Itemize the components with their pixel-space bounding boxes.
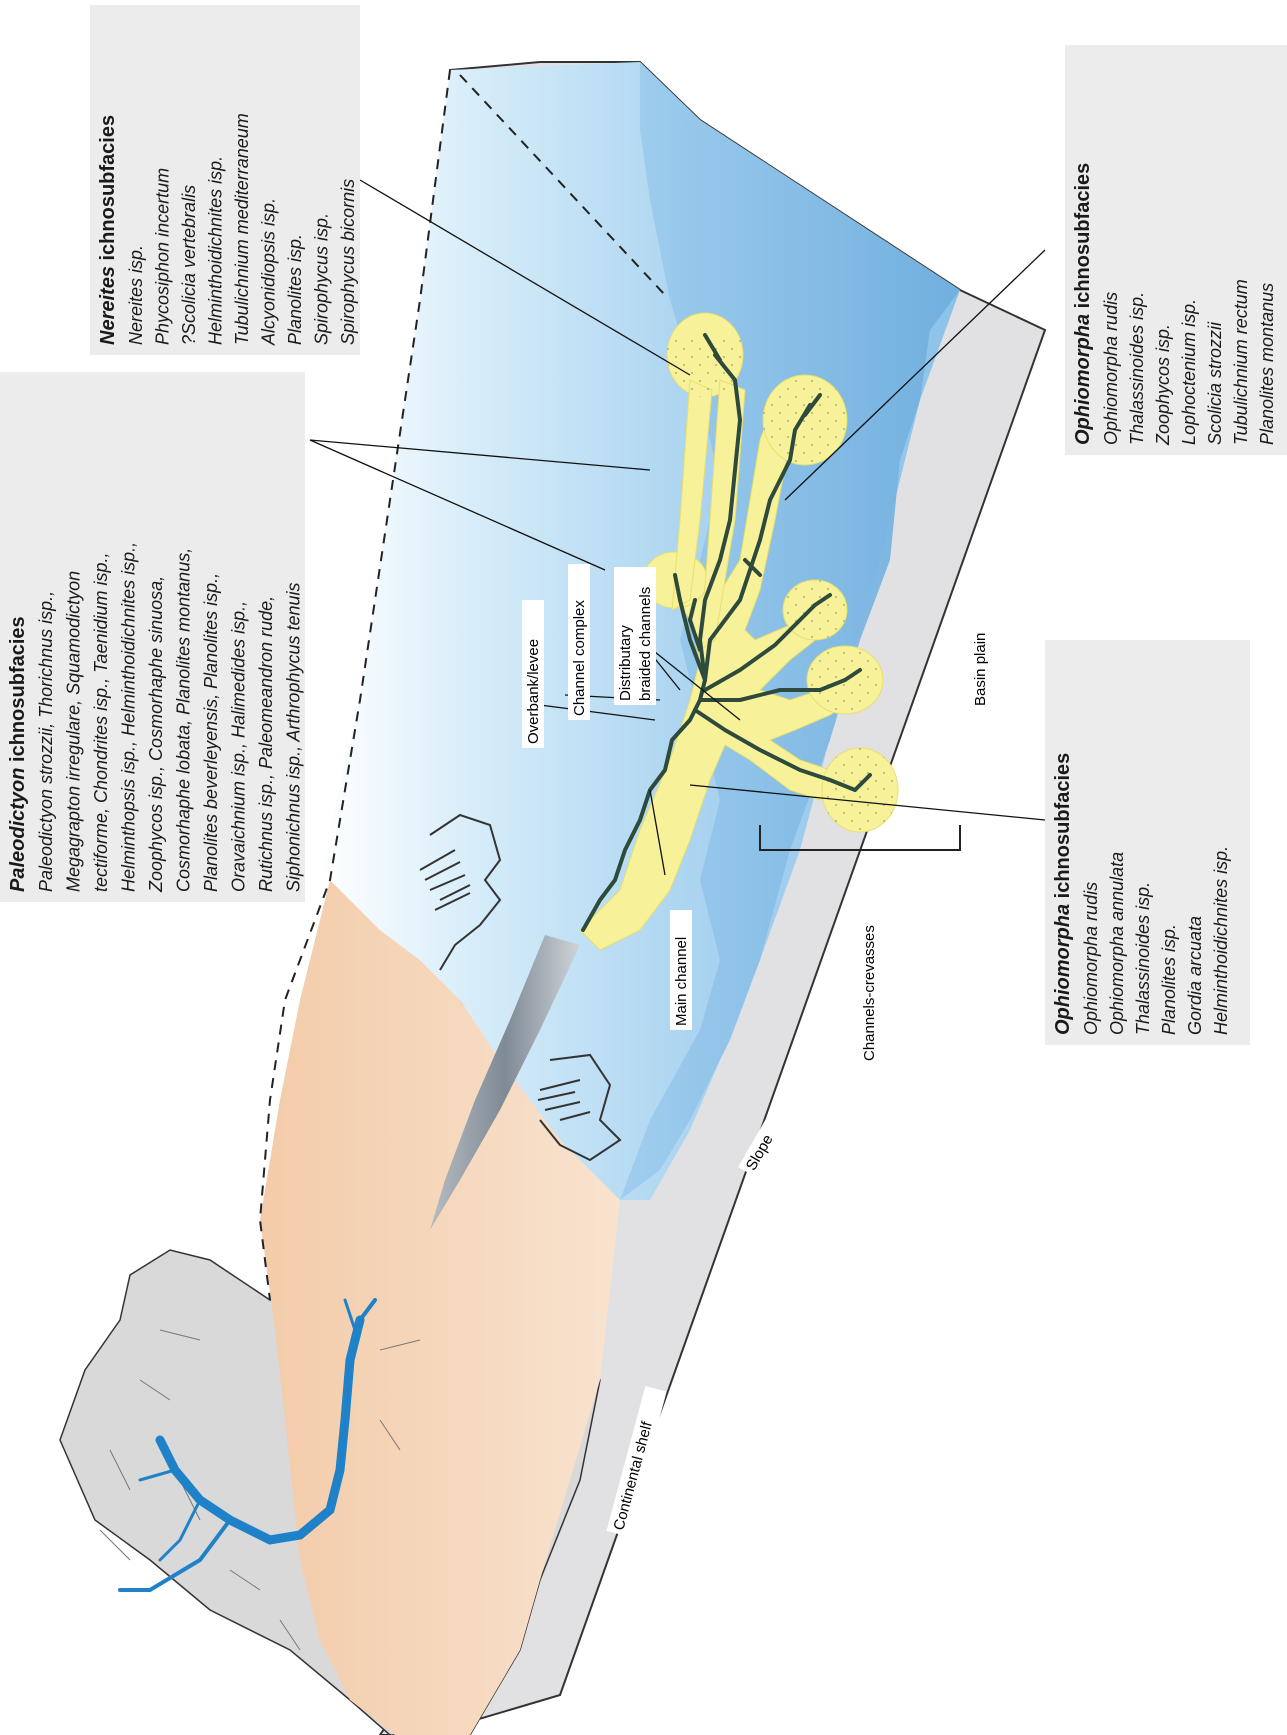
ophiomorpha-top-box: Ophiomorpha ichnosubfacies Ophiomorpha r… — [1065, 45, 1287, 455]
distributary-line-1: Distributary — [617, 625, 634, 701]
ophio-bottom-title-italic: Ophiomorpha — [1052, 904, 1074, 1035]
ophio-top-title-rest: ichnosubfacies — [1072, 163, 1094, 314]
paleodictyon-species-1: Megagrapton irregulare, Squamodictyon — [64, 571, 84, 892]
ophiomorpha_top-species-1: Thalassinoides isp. — [1127, 292, 1147, 445]
svg-text:Channels-crevasses: Channels-crevasses — [861, 925, 878, 1061]
svg-text:Nereites ichnosubfacies: Nereites ichnosubfacies — [97, 115, 119, 345]
paleodictyon-title-italic: Paleodictyon — [7, 768, 29, 892]
nereites-species-7: Spirophycus isp. — [312, 213, 332, 345]
paleodictyon-species-9: Siphonichnus isp., Arthrophycus tenuis — [284, 582, 304, 892]
distributary-line-2: braided channels — [637, 587, 654, 701]
overbank-label: Overbank/levee — [522, 600, 544, 748]
paleodictyon-species-0: Paleodictyon strozzii, Thorichnus isp., — [36, 591, 56, 892]
ophiomorpha_top-species-6: Planolites montanus — [1257, 283, 1277, 445]
ophiomorpha_bottom-species-5: Helminthoidichnites isp. — [1211, 846, 1231, 1035]
ophiomorpha_bottom-species-3: Planolites isp. — [1159, 924, 1179, 1035]
main-channel-label: Main channel — [670, 910, 692, 1030]
ophiomorpha_top-species-5: Tubulichnium rectum — [1231, 279, 1251, 445]
svg-text:Ophiomorpha ichnosubfacies: Ophiomorpha ichnosubfacies — [1072, 163, 1094, 445]
ophiomorpha_bottom-species-1: Ophiomorpha annulata — [1107, 852, 1127, 1035]
nereites-title-italic: Nereites — [97, 266, 119, 345]
nereites-species-4: Tubulichnium mediterraneum — [232, 113, 252, 345]
ophiomorpha-top-list: Ophiomorpha rudis Thalassinoides isp. Zoop… — [1101, 279, 1277, 446]
nereites-species-0: Nereites isp. — [126, 245, 146, 345]
ophiomorpha_bottom-species-0: Ophiomorpha rudis — [1081, 882, 1101, 1035]
paleodictyon-species-8: Rutichnus isp., Paleomeandron rude, — [256, 596, 276, 892]
nereites-title-rest: ichnosubfacies — [97, 115, 119, 266]
ophiomorpha_bottom-species-2: Thalassinoides isp. — [1133, 882, 1153, 1035]
svg-text:Overbank/levee: Overbank/levee — [525, 639, 542, 744]
channel-complex-label: Channel complex — [568, 564, 590, 720]
paleodictyon-title-rest: ichnosubfacies — [7, 616, 29, 767]
paleodictyon-species-4: Zoophycos isp., Cosmorhaphe sinuosa, — [146, 576, 166, 893]
svg-text:Paleodictyon ichnosubfacies: Paleodictyon ichnosubfacies — [7, 616, 29, 892]
nereites-species-8: Spirophycus bicornis — [338, 179, 358, 345]
paleodictyon-box: Paleodictyon ichnosubfacies Paleodictyon… — [0, 372, 305, 902]
paleodictyon-species-7: Oravaichnium isp., Halimedides isp., — [229, 601, 249, 892]
ophiomorpha_top-species-3: Lophoctenium isp. — [1179, 299, 1199, 445]
ophiomorpha_top-species-4: Scolicia strozzii — [1205, 321, 1225, 445]
paleodictyon-species-2: tectiforme, Chondrites isp., Taenidium i… — [91, 553, 111, 893]
nereites-species-6: Planolites isp. — [285, 234, 305, 345]
nereites-species-2: ?Scolicia vertebralis — [179, 185, 199, 345]
nereites-box: Nereites ichnosubfacies Nereites isp. Phy… — [90, 5, 360, 355]
nereites-species-1: Phycosiphon incertum — [153, 168, 173, 345]
svg-text:Basin plain: Basin plain — [972, 633, 989, 706]
svg-text:Main channel: Main channel — [673, 937, 690, 1026]
channels-crevasses-label: Channels-crevasses — [858, 879, 880, 1065]
ophiomorpha_top-species-2: Zoophycos isp. — [1153, 324, 1173, 446]
svg-text:Ophiomorpha ichnosubfacies: Ophiomorpha ichnosubfacies — [1052, 753, 1074, 1035]
ophiomorpha-bottom-box: Ophiomorpha ichnosubfacies Ophiomorpha r… — [1045, 640, 1250, 1045]
nereites-species-5: Alcyonidiopsis isp. — [259, 198, 279, 346]
ophiomorpha_bottom-species-4: Gordia arcuata — [1185, 916, 1205, 1035]
basin-plain-label: Basin plain — [969, 600, 991, 710]
ophio-bottom-title-rest: ichnosubfacies — [1052, 753, 1074, 904]
nereites-species-3: Helminthoidichnites isp. — [206, 156, 226, 345]
distributary-label: Distributary braided channels — [614, 567, 656, 705]
svg-text:Channel complex: Channel complex — [571, 600, 588, 716]
ophio-top-title-italic: Ophiomorpha — [1072, 314, 1094, 445]
paleodictyon-species-3: Helminthopsis isp., Helminthoidichnites … — [119, 542, 139, 892]
paleodictyon-species-5: Cosmorhaphe lobata, Planolites montanus, — [174, 548, 194, 892]
paleodictyon-species-6: Planolites beverleyensis, Planolites isp… — [201, 573, 221, 892]
ophiomorpha_top-species-0: Ophiomorpha rudis — [1101, 292, 1121, 445]
